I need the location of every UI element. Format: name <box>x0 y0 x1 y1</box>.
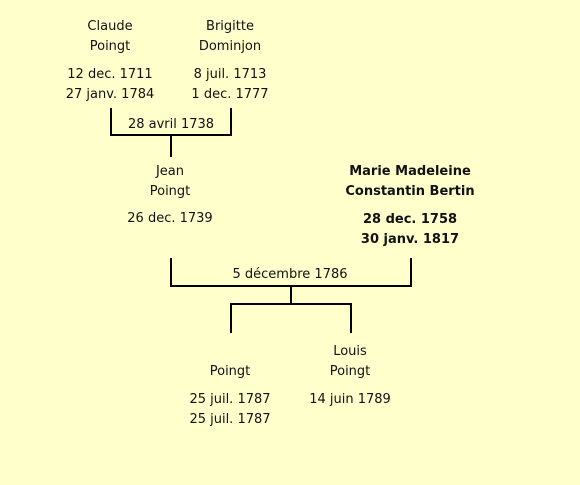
person-child1-last-name: Poingt <box>209 364 251 379</box>
person-claude-birth: 12 dec. 1711 <box>67 67 153 82</box>
person-brigitte-first-name: Brigitte <box>206 19 254 34</box>
person-jean-last-name: Poingt <box>149 184 191 199</box>
person-brigitte-last-name: Dominjon <box>198 39 262 54</box>
person-claude-death: 27 janv. 1784 <box>65 87 155 102</box>
person-louis-last-name: Poingt <box>329 364 371 379</box>
person-louis-birth: 14 juin 1789 <box>309 392 391 407</box>
marriage-date-parents: 28 avril 1738 <box>127 117 215 132</box>
person-brigitte-death: 1 dec. 1777 <box>191 87 269 102</box>
person-claude-first-name: Claude <box>87 19 133 34</box>
person-jean-birth: 26 dec. 1739 <box>127 211 213 226</box>
person-louis-first-name: Louis <box>333 344 367 359</box>
person-child1-death: 25 juil. 1787 <box>189 412 271 427</box>
person-brigitte-birth: 8 juil. 1713 <box>193 67 267 82</box>
person-marie-death: 30 janv. 1817 <box>360 232 460 247</box>
person-marie-first-name: Marie Madeleine <box>349 164 471 179</box>
person-marie-birth: 28 dec. 1758 <box>362 212 458 227</box>
marriage-date-jean-marie: 5 décembre 1786 <box>232 267 348 282</box>
person-claude-last-name: Poingt <box>89 39 131 54</box>
person-jean-first-name: Jean <box>155 164 185 179</box>
person-marie-last-name: Constantin Bertin <box>345 184 475 199</box>
person-child1-birth: 25 juil. 1787 <box>189 392 271 407</box>
